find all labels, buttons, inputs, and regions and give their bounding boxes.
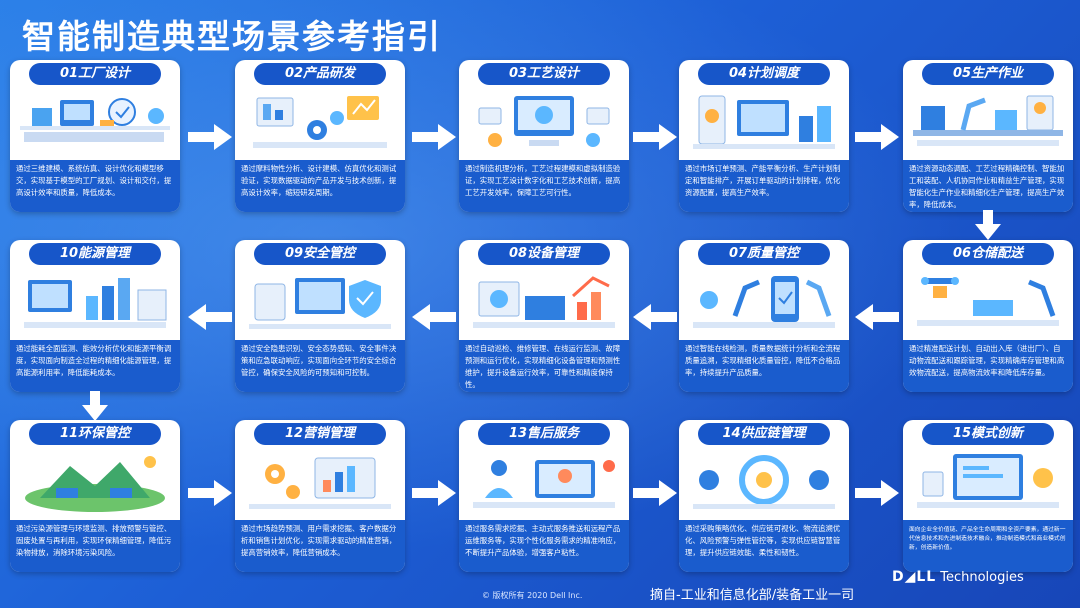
card-title: 14供应链管理 [698, 423, 830, 445]
card-title: 01工厂设计 [29, 63, 161, 85]
card-equipment-management[interactable]: 08设备管理 通过自动巡检、维修管理、在线运行监测、故障预测和运行优化，实现精细… [459, 240, 629, 392]
arrow-right-icon [633, 480, 677, 506]
energy-illustration [24, 278, 167, 328]
card-description: 通过智能在线检测，质量数据统计分析和全流程质量追溯，实现精细化质量管控，降低不合… [679, 340, 849, 392]
card-planning-scheduling[interactable]: 04计划调度 通过市场订单预测、产能平衡分析、生产计划制定和智能排产，开展订单驱… [679, 60, 849, 212]
arrow-right-icon [412, 480, 456, 506]
equipment-illustration [473, 276, 615, 328]
arrow-left-icon [633, 304, 677, 330]
copyright-text: © 版权所有 2020 Dell Inc. [482, 591, 583, 600]
card-supply-chain-management[interactable]: 14供应链管理 通过采购策略优化、供应链可视化、物流追溯优化、风险预警与弹性管控… [679, 420, 849, 572]
card-safety-control[interactable]: 09安全管控 通过安全隐患识别、安全态势感知、安全事件决策和应急联动响应，实现面… [235, 240, 405, 392]
card-title: 08设备管理 [478, 243, 610, 265]
arrow-right-icon [412, 124, 456, 150]
logo-mark: D◢LL [892, 569, 937, 585]
warehouse-illustration [917, 277, 1059, 326]
dell-technologies-logo: D◢LL Technologies [892, 569, 1024, 585]
arrow-right-icon [188, 480, 232, 506]
card-description: 通过市场订单预测、产能平衡分析、生产计划制定和智能排产，开展订单驱动的计划排程，… [679, 160, 849, 212]
card-description: 通过自动巡检、维修管理、在线运行监测、故障预测和运行优化，实现精细化设备管理和预… [459, 340, 629, 392]
card-title: 06仓储配送 [922, 243, 1054, 265]
factory-design-illustration [20, 98, 170, 142]
card-description: 通过能耗全面监测、能效分析优化和能源平衡调度，实现面向制造全过程的精细化能源管理… [10, 340, 180, 392]
arrow-right-icon [855, 124, 899, 150]
arrow-right-icon [633, 124, 677, 150]
card-quality-control[interactable]: 07质量管控 通过智能在线检测，质量数据统计分析和全流程质量追溯，实现精细化质量… [679, 240, 849, 392]
card-marketing-management[interactable]: 12营销管理 通过市场趋势预测、用户需求挖掘、客户数据分析和销售计划优化，实现需… [235, 420, 405, 572]
arrow-right-icon [855, 480, 899, 506]
card-title: 04计划调度 [698, 63, 830, 85]
card-description: 面向企业全价值链、产品全生命周期和全资产要素，通过新一代信息技术和先进制造技术融… [903, 520, 1073, 572]
card-model-innovation[interactable]: 15模式创新 面向企业全价值链、产品全生命周期和全资产要素，通过新一代信息技术和… [903, 420, 1073, 572]
after-sales-illustration [473, 460, 615, 508]
product-rd-illustration [253, 96, 387, 148]
page-title: 智能制造典型场景参考指引 [22, 17, 442, 56]
planning-illustration [693, 95, 835, 149]
production-illustration [913, 95, 1063, 146]
card-description: 通过采购策略优化、供应链可视化、物流追溯优化、风险预警与弹性管控等，实现供应链智… [679, 520, 849, 572]
card-energy-management[interactable]: 10能源管理 通过能耗全面监测、能效分析优化和能源平衡调度，实现面向制造全过程的… [10, 240, 180, 392]
logo-text: Technologies [940, 570, 1024, 585]
arrow-down-icon [82, 391, 108, 421]
card-description: 通过服务需求挖掘、主动式服务推送和远程产品运维服务等，实现个性化服务需求的精准响… [459, 520, 629, 572]
card-warehouse-distribution[interactable]: 06仓储配送 通过精准配送计划、自动出入库（进出厂）、自动物流配送和跟踪管理，实… [903, 240, 1073, 392]
card-description: 通过制造机理分析，工艺过程建模和虚拟制造验证，实现工艺设计数字化和工艺技术创新，… [459, 160, 629, 212]
card-production-operation[interactable]: 05生产作业 通过资源动态调配、工艺过程精确控制、智能加工和装配、人机协同作业和… [903, 60, 1073, 212]
arrow-down-icon [975, 210, 1001, 240]
process-design-illustration [478, 96, 610, 147]
card-description: 通过精准配送计划、自动出入库（进出厂）、自动物流配送和跟踪管理，实现精确库存管理… [903, 340, 1073, 392]
card-description: 通过污染源管理与环境监测、排放预警与管控、固废处置与再利用，实现环保精细管理，降… [10, 520, 180, 572]
card-title: 12营销管理 [254, 423, 386, 445]
card-title: 10能源管理 [29, 243, 161, 265]
card-description: 通过摩料物性分析、设计建模、仿真优化和测试验证，实现数据驱动的产品开发与技术创新… [235, 160, 405, 212]
card-description: 通过安全隐患识别、安全态势感知、安全事件决策和应急联动响应，实现面向全环节的安全… [235, 340, 405, 392]
environment-illustration [25, 456, 165, 512]
arrow-left-icon [855, 304, 899, 330]
card-factory-design[interactable]: 01工厂设计 通过三维建模、系统仿真、设计优化和模型移交，实现基于模型的工厂规划… [10, 60, 180, 212]
card-environmental-control[interactable]: 11环保管控 通过污染源管理与环境监测、排放预警与管控、固废处置与再利用，实现环… [10, 420, 180, 572]
card-after-sales-service[interactable]: 13售后服务 通过服务需求挖掘、主动式服务推送和远程产品运维服务等，实现个性化服… [459, 420, 629, 572]
card-title: 07质量管控 [698, 243, 830, 265]
marketing-illustration [249, 457, 391, 509]
innovation-illustration [917, 454, 1059, 508]
card-description: 通过市场趋势预测、用户需求挖掘、客户数据分析和销售计划优化，实现需求驱动的精准营… [235, 520, 405, 572]
source-note: 摘自-工业和信息化部/装备工业一司 [650, 588, 855, 603]
arrow-left-icon [412, 304, 456, 330]
safety-illustration [249, 278, 391, 329]
card-title: 05生产作业 [922, 63, 1054, 85]
card-title: 09安全管控 [254, 243, 386, 265]
card-title: 11环保管控 [29, 423, 161, 445]
card-description: 通过三维建模、系统仿真、设计优化和模型移交，实现基于模型的工厂规划、设计和交付，… [10, 160, 180, 212]
card-title: 15模式创新 [922, 423, 1054, 445]
card-title: 02产品研发 [254, 63, 386, 85]
supply-chain-illustration [693, 455, 835, 509]
card-process-design[interactable]: 03工艺设计 通过制造机理分析，工艺过程建模和虚拟制造验证，实现工艺设计数字化和… [459, 60, 629, 212]
quality-illustration [693, 276, 835, 328]
arrow-left-icon [188, 304, 232, 330]
card-product-rd[interactable]: 02产品研发 通过摩料物性分析、设计建模、仿真优化和测试验证，实现数据驱动的产品… [235, 60, 405, 212]
card-title: 03工艺设计 [478, 63, 610, 85]
card-title: 13售后服务 [478, 423, 610, 445]
card-description: 通过资源动态调配、工艺过程精确控制、智能加工和装配、人机协同作业和精益生产管理，… [903, 160, 1073, 212]
arrow-right-icon [188, 124, 232, 150]
